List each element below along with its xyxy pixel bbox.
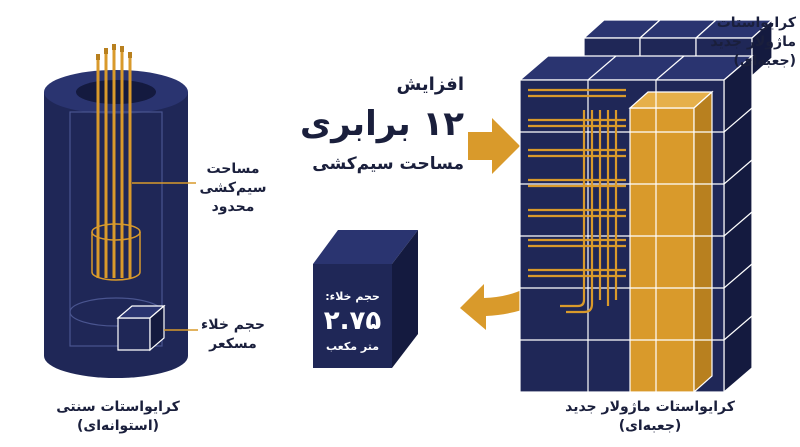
wiring-area-label: مساحت سیم‌کشی محدود [199, 161, 267, 215]
modular-wiring [528, 88, 626, 314]
modular-cryostat [518, 18, 774, 394]
small-void-cube [116, 304, 166, 352]
arrow-right-icon [468, 118, 520, 174]
cylinder-opening [76, 80, 156, 104]
traditional-cryostat [44, 44, 198, 378]
increase-line-3: مساحت سیم‌کشی [312, 154, 464, 174]
increase-suffix: برابری [299, 104, 411, 144]
modular-top-label: کرایواستات ماژولار جدید (جعبه‌ای) [710, 15, 796, 69]
void-cube-unit: متر مکعب [325, 340, 380, 353]
void-cube-label: حجم خلاء: [325, 290, 380, 303]
void-volume-cube [313, 230, 418, 368]
inner-chamber [69, 111, 163, 347]
increase-number: ۱۲ [422, 104, 464, 144]
increase-headline: ۱۲ برابری [298, 104, 464, 144]
traditional-caption: کرایواستات سنتی (استوانه‌ای) [56, 399, 180, 434]
void-cube-value: ۲.۷۵ [323, 306, 382, 336]
increase-line-1: افزایش [396, 74, 464, 95]
void-volume-label: حجم خلاء مسکعر [201, 317, 265, 352]
curved-arrow-icon [460, 252, 572, 330]
modular-caption: کرایواستات ماژولار جدید (جعبه‌ای) [565, 399, 735, 434]
wire-bundle [96, 48, 132, 278]
cylinder-body [44, 92, 188, 378]
